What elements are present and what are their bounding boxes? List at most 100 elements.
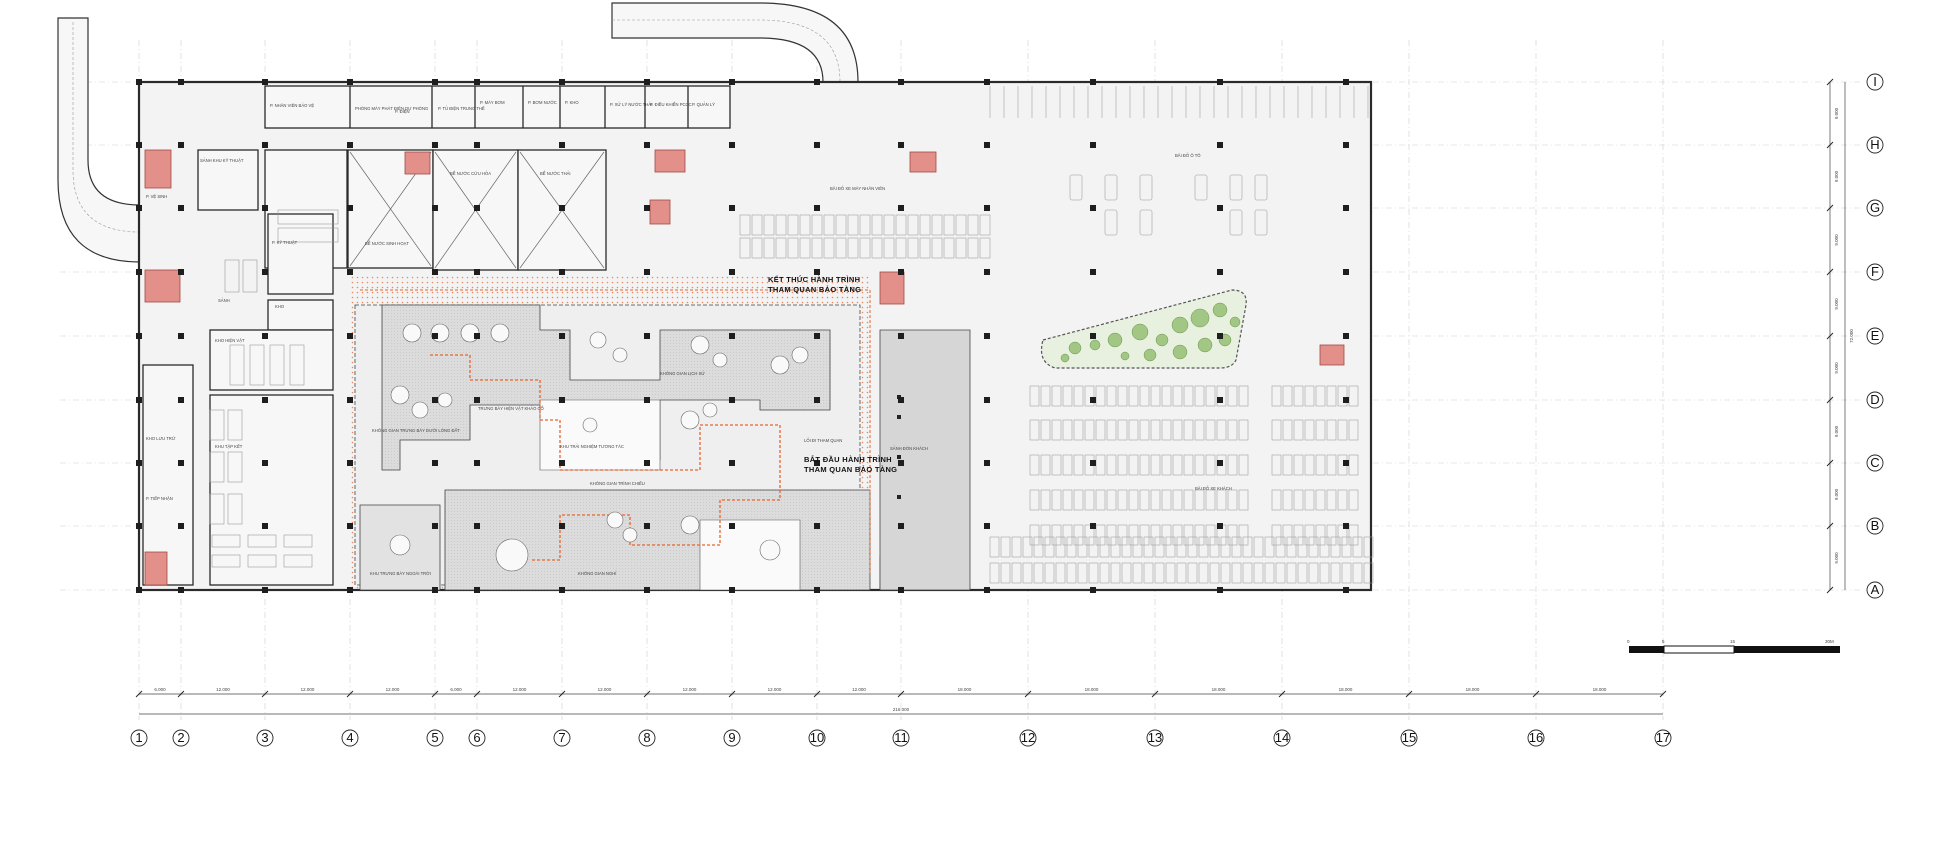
column <box>984 205 990 211</box>
svg-text:12.000: 12.000 <box>301 687 315 692</box>
column <box>1090 79 1096 85</box>
svg-text:12.000: 12.000 <box>216 687 230 692</box>
column <box>559 269 565 275</box>
column <box>178 460 184 466</box>
row-axis-bubble: H <box>1866 136 1884 154</box>
column <box>559 397 565 403</box>
column <box>1217 523 1223 529</box>
column <box>559 523 565 529</box>
column <box>474 397 480 403</box>
svg-text:12.000: 12.000 <box>513 687 527 692</box>
svg-text:KHO LƯU TRỮ: KHO LƯU TRỮ <box>146 436 176 441</box>
svg-text:I: I <box>1873 74 1877 89</box>
svg-text:18.000: 18.000 <box>1339 687 1353 692</box>
column <box>1343 269 1349 275</box>
column <box>729 397 735 403</box>
parking-left <box>209 209 339 568</box>
column <box>432 269 438 275</box>
svg-text:30M: 30M <box>1825 639 1834 644</box>
column <box>1217 587 1223 593</box>
column <box>644 269 650 275</box>
svg-text:BÃI ĐỖ XE MÁY NHÂN VIÊN: BÃI ĐỖ XE MÁY NHÂN VIÊN <box>830 186 885 191</box>
svg-text:9: 9 <box>728 730 735 745</box>
column <box>729 79 735 85</box>
svg-text:LỐI ĐI THAM QUAN: LỐI ĐI THAM QUAN <box>804 438 842 443</box>
column <box>178 142 184 148</box>
column <box>1217 460 1223 466</box>
column <box>136 460 142 466</box>
column <box>178 587 184 593</box>
column <box>262 79 268 85</box>
column <box>1217 79 1223 85</box>
svg-text:16: 16 <box>1529 730 1543 745</box>
svg-text:9.000: 9.000 <box>1834 170 1839 182</box>
column-axis-bubble: 1 <box>130 729 148 747</box>
svg-text:P. TỦ ĐIỆN TRUNG THẾ: P. TỦ ĐIỆN TRUNG THẾ <box>438 106 485 111</box>
column <box>262 269 268 275</box>
column <box>347 460 353 466</box>
column <box>644 205 650 211</box>
column <box>262 333 268 339</box>
column <box>347 79 353 85</box>
svg-text:72.000: 72.000 <box>1849 329 1854 343</box>
column <box>1343 397 1349 403</box>
column <box>1343 587 1349 593</box>
svg-text:A: A <box>1871 582 1880 597</box>
column-axis-bubble: 2 <box>172 729 190 747</box>
svg-text:BÃI ĐỖ XE KHÁCH: BÃI ĐỖ XE KHÁCH <box>1195 486 1232 491</box>
column <box>1217 269 1223 275</box>
column <box>984 587 990 593</box>
svg-text:SẢNH KHU KỸ THUẬT: SẢNH KHU KỸ THUẬT <box>200 158 244 163</box>
svg-text:6.000: 6.000 <box>154 687 166 692</box>
column <box>898 587 904 593</box>
column <box>432 523 438 529</box>
column <box>729 333 735 339</box>
column <box>136 79 142 85</box>
svg-text:18.000: 18.000 <box>1085 687 1099 692</box>
column <box>898 397 904 403</box>
svg-text:KHO HIỆN VẬT: KHO HIỆN VẬT <box>215 338 245 343</box>
journey-start-label: BẮT ĐẦU HÀNH TRÌNH THAM QUAN BẢO TÀNG <box>804 454 897 474</box>
column <box>432 333 438 339</box>
column <box>136 269 142 275</box>
svg-text:1: 1 <box>135 730 142 745</box>
column <box>898 205 904 211</box>
column <box>474 460 480 466</box>
svg-text:8: 8 <box>643 730 650 745</box>
column <box>474 333 480 339</box>
column <box>1090 460 1096 466</box>
svg-text:10: 10 <box>810 730 824 745</box>
column <box>178 79 184 85</box>
column <box>814 587 820 593</box>
column <box>644 523 650 529</box>
column <box>559 79 565 85</box>
column <box>644 79 650 85</box>
column <box>898 460 904 466</box>
column <box>644 142 650 148</box>
column <box>898 142 904 148</box>
svg-text:12.000: 12.000 <box>598 687 612 692</box>
svg-text:BỂ NƯỚC SINH HOẠT: BỂ NƯỚC SINH HOẠT <box>365 241 409 246</box>
svg-text:11: 11 <box>894 730 908 745</box>
column <box>1217 205 1223 211</box>
column <box>474 205 480 211</box>
svg-text:12.000: 12.000 <box>386 687 400 692</box>
service-rooms <box>142 85 731 586</box>
svg-text:D: D <box>1870 392 1879 407</box>
column-axis-bubble: 5 <box>426 729 444 747</box>
svg-text:0: 0 <box>1627 639 1630 644</box>
journey-end-label: KẾT THÚC HÀNH TRÌNH THAM QUAN BẢO TÀNG <box>768 274 861 294</box>
svg-text:7: 7 <box>558 730 565 745</box>
svg-text:P. ĐIỀU KHIỂN PCCC: P. ĐIỀU KHIỂN PCCC <box>650 102 692 107</box>
column <box>432 142 438 148</box>
column <box>559 205 565 211</box>
column <box>178 205 184 211</box>
row-axis-bubble: G <box>1866 199 1884 217</box>
row-axis-bubble: B <box>1866 517 1884 535</box>
column-axis-bubble: 15 <box>1400 729 1418 747</box>
row-axis-bubble: C <box>1866 454 1884 472</box>
column <box>559 587 565 593</box>
column <box>1217 333 1223 339</box>
column <box>559 142 565 148</box>
